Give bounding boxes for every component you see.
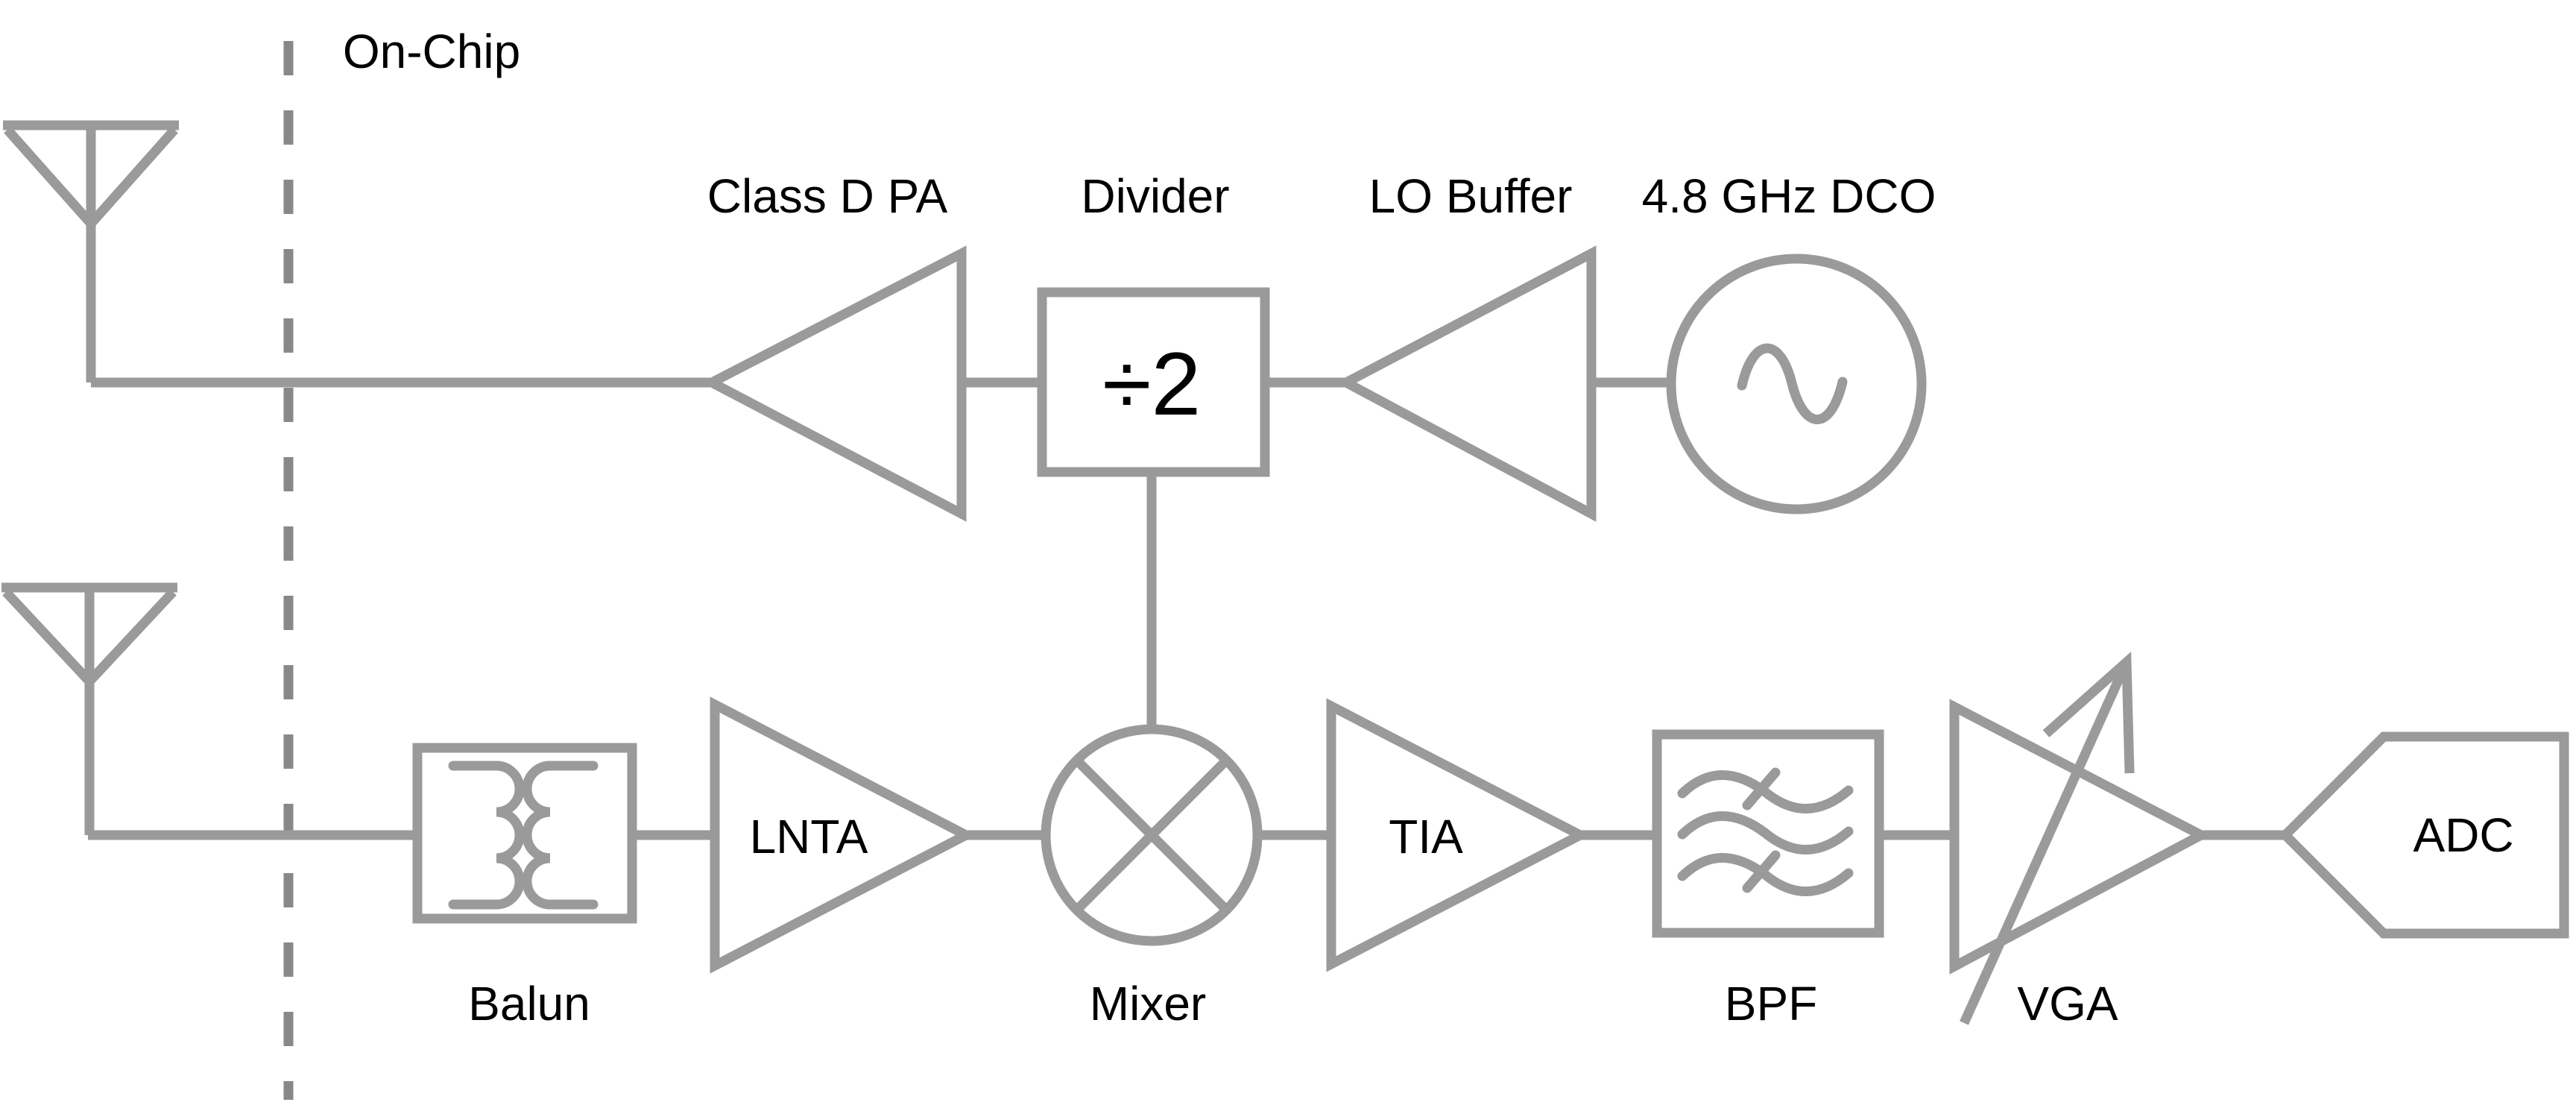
dco-symbol <box>1666 254 1927 514</box>
tia-label: TIA <box>1389 810 1463 863</box>
adc-symbol <box>2278 731 2569 939</box>
balun-symbol <box>412 743 637 924</box>
vga-symbol <box>1949 651 2212 1025</box>
mixer-cross-icon <box>1073 757 1230 913</box>
on-chip-label: On-Chip <box>343 25 520 78</box>
divider-label: Divider <box>1081 169 1229 223</box>
lnta-symbol <box>710 696 977 974</box>
bpf-waves-icon <box>1677 767 1854 896</box>
mixer-label: Mixer <box>1090 977 1206 1030</box>
class-d-pa-symbol <box>701 245 967 522</box>
adc-label: ADC <box>2413 808 2513 862</box>
bpf-label: BPF <box>1725 977 1817 1030</box>
tx-antenna-icon <box>3 120 179 383</box>
lnta-label: LNTA <box>750 810 868 863</box>
rx-antenna-icon <box>1 582 177 835</box>
balun-label: Balun <box>468 977 590 1030</box>
vga-label: VGA <box>2017 977 2118 1030</box>
sine-wave-icon <box>1737 343 1848 424</box>
dco-label: 4.8 GHz DCO <box>1642 169 1936 223</box>
divider-box <box>1037 287 1270 477</box>
transformer-icon <box>448 761 599 910</box>
lo-buffer-label: LO Buffer <box>1369 169 1573 223</box>
tia-symbol <box>1326 698 1591 972</box>
pa-label: Class D PA <box>707 169 948 223</box>
bpf-symbol <box>1652 729 1884 938</box>
divider-symbol-text: ÷2 <box>1102 334 1202 434</box>
vga-gain-arrow-icon <box>1960 651 2135 1025</box>
wires <box>88 377 2285 840</box>
lo-buffer-symbol <box>1336 245 1597 522</box>
mixer-symbol <box>1041 724 1263 946</box>
